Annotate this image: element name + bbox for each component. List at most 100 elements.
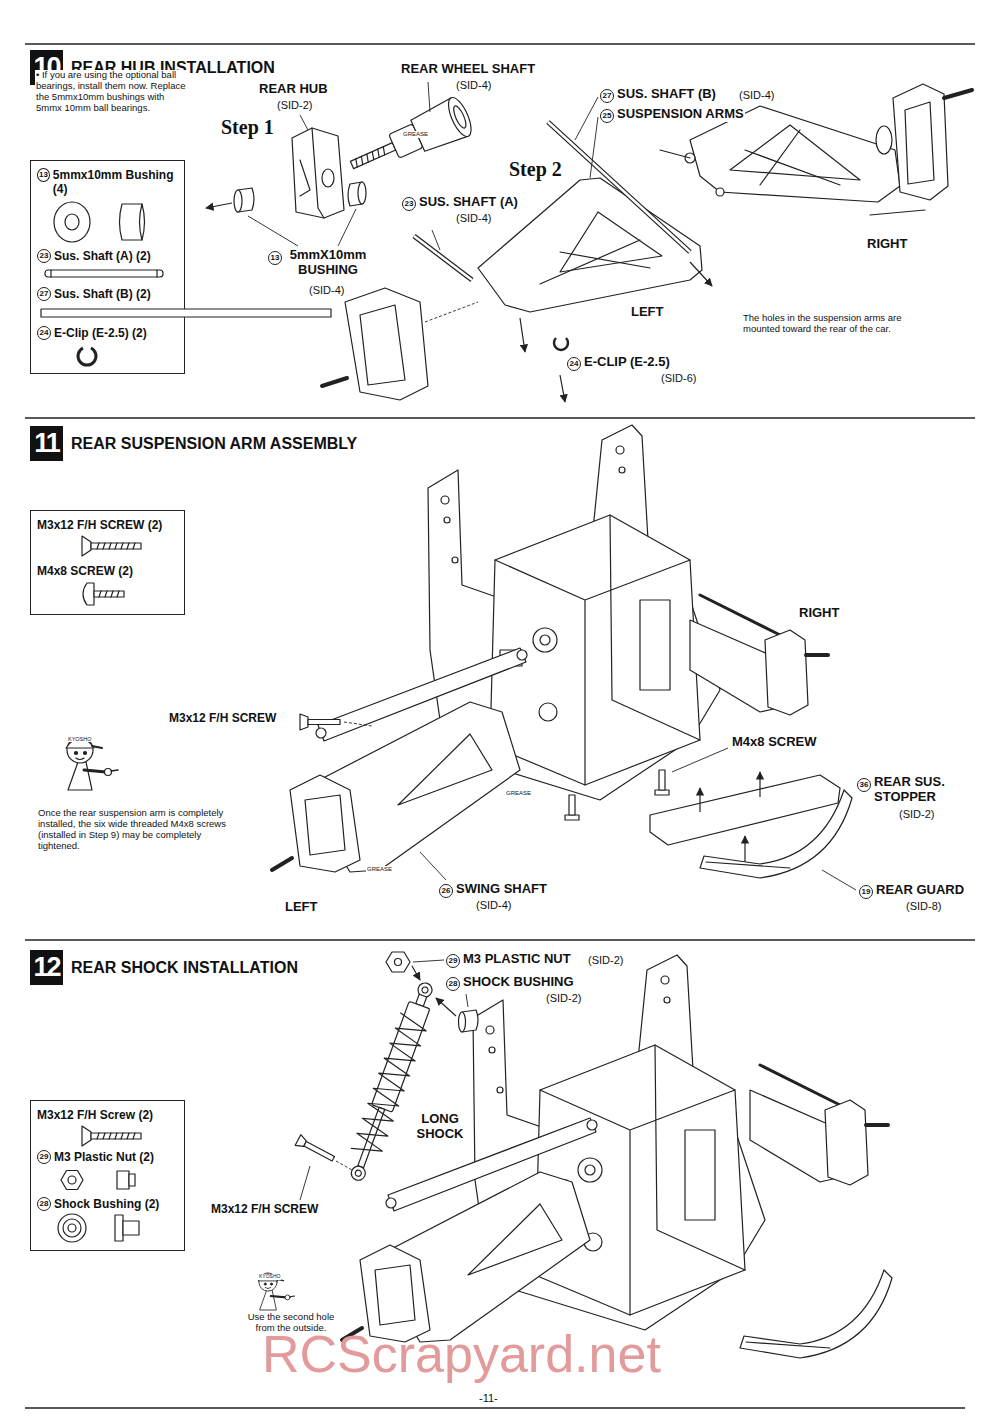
part-heading: 29M3 Plastic Nut (2) — [37, 1150, 178, 1164]
part-name: Sus. Shaft (B) (2) — [54, 287, 151, 301]
step-badge: 11 REAR SUSPENSION ARM ASSEMBLY — [30, 426, 357, 461]
part-label: LONG SHOCK — [408, 1112, 472, 1142]
part-picture — [37, 302, 177, 324]
part-name: M3x12 F/H Screw (2) — [37, 1108, 153, 1122]
part-label: M3 PLASTIC NUT — [462, 952, 572, 967]
callout-number: 23 — [402, 197, 416, 211]
part-picture — [37, 340, 177, 368]
part-row: 135mmx10mm Bushing (4) — [37, 168, 178, 247]
watermark: RCScrapyard.net — [262, 1328, 661, 1380]
part-heading: M3x12 F/H SCREW (2) — [37, 518, 178, 532]
part-row: M4x8 SCREW (2) — [37, 564, 178, 608]
callout-number: 28 — [446, 977, 460, 991]
callout-number: 27 — [600, 89, 614, 103]
part-row: 27Sus. Shaft (B) (2) — [37, 287, 178, 323]
callout-number: 28 — [37, 1197, 51, 1211]
grease-mark: GREASE — [402, 131, 429, 138]
part-picture — [37, 532, 177, 562]
part-heading: 28Shock Bushing (2) — [37, 1197, 178, 1211]
part-code: (SID-2) — [587, 954, 624, 967]
callout-number: 36 — [857, 778, 871, 792]
callout-number: 19 — [859, 885, 873, 899]
step-heading: REAR SHOCK INSTALLATION — [71, 959, 298, 977]
part-code: (SID-4) — [738, 89, 775, 102]
part-name: Sus. Shaft (A) (2) — [54, 249, 151, 263]
note-text: The holes in the suspension arms are mou… — [742, 313, 929, 335]
part-picture — [37, 1211, 177, 1245]
part-name: M4x8 SCREW (2) — [37, 564, 133, 578]
part-label: SUS. SHAFT (B) — [616, 87, 717, 102]
part-label: SUS. SHAFT (A) — [418, 195, 519, 210]
step-heading: REAR SUSPENSION ARM ASSEMBLY — [71, 435, 357, 453]
part-name: M3 Plastic Nut (2) — [54, 1150, 154, 1164]
grease-mark: GREASE — [366, 866, 393, 873]
part-code: (SID-2) — [545, 992, 582, 1005]
callout-number: 13 — [268, 251, 282, 265]
part-label: M3x12 F/H SCREW — [168, 712, 277, 726]
part-code: (SID-4) — [455, 212, 492, 225]
part-heading: 27Sus. Shaft (B) (2) — [37, 287, 178, 301]
part-row: 24E-Clip (E-2.5) (2) — [37, 326, 178, 368]
part-code: (SID-2) — [898, 808, 935, 821]
step-label: Step 2 — [508, 158, 563, 181]
step-label: Step 1 — [220, 116, 275, 139]
part-heading: 24E-Clip (E-2.5) (2) — [37, 326, 178, 340]
part-label: REAR SUS. STOPPER — [873, 775, 970, 805]
cap-logo: KYOSHO — [258, 1274, 281, 1280]
note-text: Once the rear suspension arm is complete… — [37, 808, 234, 852]
part-label: REAR WHEEL SHAFT — [400, 62, 536, 77]
side-label: LEFT — [284, 900, 319, 915]
part-name: M3x12 F/H SCREW (2) — [37, 518, 162, 532]
part-name: Shock Bushing (2) — [54, 1197, 159, 1211]
part-code: (SID-2) — [276, 99, 313, 112]
part-picture — [37, 1165, 177, 1195]
part-label: SHOCK BUSHING — [462, 975, 575, 990]
callout-number: 24 — [567, 357, 581, 371]
callout-number: 26 — [439, 884, 453, 898]
part-name: 5mmx10mm Bushing (4) — [53, 168, 178, 197]
part-label: REAR HUB — [258, 82, 329, 97]
part-heading: M3x12 F/H Screw (2) — [37, 1108, 178, 1122]
part-heading: M4x8 SCREW (2) — [37, 564, 178, 578]
callout-number: 25 — [600, 109, 614, 123]
part-row: M3x12 F/H Screw (2) — [37, 1108, 178, 1148]
part-row: 29M3 Plastic Nut (2) — [37, 1150, 178, 1194]
part-heading: 23Sus. Shaft (A) (2) — [37, 249, 178, 263]
cap-logo: KYOSHO — [67, 736, 93, 742]
part-picture — [37, 263, 177, 285]
step-badge: 12REAR SHOCK INSTALLATION — [30, 950, 298, 985]
callout-number: 13 — [37, 168, 50, 182]
part-label: SWING SHAFT — [455, 882, 548, 897]
parts-list-box: M3x12 F/H Screw (2)29M3 Plastic Nut (2)2… — [30, 1100, 185, 1251]
part-picture — [37, 579, 177, 609]
parts-list-box: 135mmx10mm Bushing (4) 23Sus. Shaft (A) (… — [30, 160, 185, 374]
part-code: (SID-4) — [308, 284, 345, 297]
side-label: LEFT — [630, 305, 665, 320]
part-label: M4x8 SCREW — [731, 735, 818, 750]
part-heading: 135mmx10mm Bushing (4) — [37, 168, 178, 197]
part-code: (SID-8) — [905, 900, 942, 913]
callout-number: 27 — [37, 287, 51, 301]
grease-mark: GREASE — [505, 790, 532, 797]
callout-number: 24 — [37, 326, 51, 340]
callout-number: 29 — [446, 954, 460, 968]
part-code: (SID-4) — [475, 899, 512, 912]
step-number: 11 — [30, 426, 63, 461]
part-label: 5mmX10mm BUSHING — [284, 248, 372, 278]
part-row: M3x12 F/H SCREW (2) — [37, 518, 178, 562]
side-label: RIGHT — [798, 606, 840, 621]
part-picture — [37, 197, 177, 247]
parts-list-box: M3x12 F/H SCREW (2) M4x8 SCREW (2) — [30, 510, 185, 615]
callout-number: 23 — [37, 249, 51, 263]
side-label: RIGHT — [866, 237, 908, 252]
callout-number: 29 — [37, 1150, 51, 1164]
part-code: (SID-4) — [455, 79, 492, 92]
note-text: • If you are using the optional ball bea… — [35, 70, 187, 114]
part-row: 23Sus. Shaft (A) (2) — [37, 249, 178, 285]
page-number: -11- — [478, 1392, 499, 1405]
part-picture — [37, 1122, 177, 1148]
part-name: E-Clip (E-2.5) (2) — [54, 326, 147, 340]
part-code: (SID-6) — [660, 372, 697, 385]
part-row: 28Shock Bushing (2) — [37, 1197, 178, 1245]
